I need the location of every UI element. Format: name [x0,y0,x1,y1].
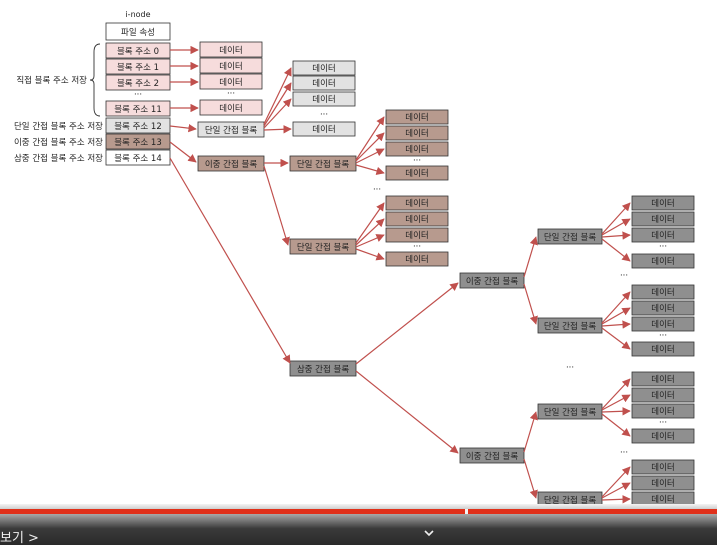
double-data-b1: 데이터 [405,214,428,225]
direct-data-11: 데이터 [219,103,242,114]
triple-single-3: 단일 간접 블록 [544,495,597,506]
direct-data-1: 데이터 [219,61,242,72]
triple-data-1-0: 데이터 [651,287,674,298]
double-single-b-label: 단일 간접 블록 [297,242,350,253]
triple-indirect-label: 삼중 간접 블록 [297,364,350,375]
label-double: 이중 간접 블록 주소 저장 [14,137,103,148]
label-direct: 직접 블록 주소 저장 [16,75,87,86]
double-data-b0: 데이터 [405,198,428,209]
triple-data-0-2: 데이터 [651,230,674,241]
triple-double-b-label: 이중 간접 블록 [466,451,519,462]
inode-single: 블록 주소 12 [114,121,162,132]
triple-data-2-0: 데이터 [651,374,674,385]
triple-single-blocks [537,228,603,508]
triple-data-blocks [631,195,695,520]
progress-bar[interactable] [0,509,717,514]
inode-triple: 블록 주소 14 [114,153,162,164]
triple-data-1-ellipsis: ··· [659,331,667,341]
inode-direct-2: 블록 주소 2 [117,78,159,89]
double-data-b2: 데이터 [405,230,428,241]
triple-double-a [459,272,525,289]
triple-single-2: 단일 간접 블록 [544,407,597,418]
direct-data-2: 데이터 [219,77,242,88]
inode-direct-11: 블록 주소 11 [114,104,162,115]
triple-indirect-block [289,360,357,377]
single-data-1: 데이터 [312,78,335,89]
inode-title: i-node [125,10,150,19]
triple-data-3-0: 데이터 [651,462,674,473]
single-data-ellipsis: ··· [320,110,328,120]
triple-data-3-1: 데이터 [651,478,674,489]
double-mid-ellipsis: ··· [373,185,381,195]
inode-block-diagram: i-node 파일 속성 블록 주소 0 블록 주소 1 블록 주소 2 ···… [14,10,695,520]
chevron-down-icon[interactable] [424,528,434,538]
single-data-0: 데이터 [312,63,335,74]
triple-gap-ellipsis-2: ··· [620,448,628,458]
triple-data-0-last: 데이터 [651,256,674,267]
double-data-a2: 데이터 [405,144,428,155]
triple-data-2-ellipsis: ··· [659,418,667,428]
double-indirect-label: 이중 간접 블록 [205,159,258,170]
double-data-b-last: 데이터 [405,254,428,265]
inode-table [105,22,171,166]
double-data-blocks [385,109,449,267]
direct-data-ellipsis: ··· [227,89,235,99]
double-data-a-ellipsis: ··· [413,156,421,166]
inode-attr: 파일 속성 [121,28,155,38]
inode-direct-1: 블록 주소 1 [117,62,159,73]
inode-direct-0: 블록 주소 0 [117,46,159,57]
single-data-last: 데이터 [312,124,335,135]
single-indirect-label: 단일 간접 블록 [205,125,258,136]
triple-double-b [459,447,525,464]
triple-data-2-1: 데이터 [651,390,674,401]
triple-single-1: 단일 간접 블록 [544,321,597,332]
direct-data-blocks [199,41,263,116]
triple-single-0: 단일 간접 블록 [544,232,597,243]
triple-double-a-label: 이중 간접 블록 [466,276,519,287]
triple-data-2-last: 데이터 [651,431,674,442]
double-single-a-label: 단일 간접 블록 [297,159,350,170]
double-data-a1: 데이터 [405,128,428,139]
label-triple: 삼중 간접 블록 주소 저장 [14,153,103,164]
direct-brace [89,43,101,117]
single-data-2: 데이터 [312,94,335,105]
inode-double: 블록 주소 13 [114,137,162,148]
triple-mid-ellipsis: ··· [566,363,574,373]
triple-data-0-1: 데이터 [651,214,674,225]
progress-marker [465,509,468,514]
inode-ellipsis: ··· [134,90,142,100]
triple-gap-ellipsis-1: ··· [620,271,628,281]
triple-data-2-2: 데이터 [651,406,674,417]
label-single: 단일 간접 블록 주소 저장 [14,121,103,132]
triple-data-3-2: 데이터 [651,494,674,505]
triple-data-1-2: 데이터 [651,319,674,330]
single-data-blocks [292,60,356,137]
triple-data-1-last: 데이터 [651,344,674,355]
pointer-arrows [169,45,631,504]
double-data-a-last: 데이터 [405,168,428,179]
triple-data-1-1: 데이터 [651,303,674,314]
direct-data-0: 데이터 [219,45,242,56]
double-data-a0: 데이터 [405,112,428,123]
triple-data-0-0: 데이터 [651,198,674,209]
triple-data-0-ellipsis: ··· [659,242,667,252]
more-link[interactable]: 보기 > [0,531,39,546]
double-data-b-ellipsis: ··· [413,242,421,252]
double-single-a [289,155,357,172]
